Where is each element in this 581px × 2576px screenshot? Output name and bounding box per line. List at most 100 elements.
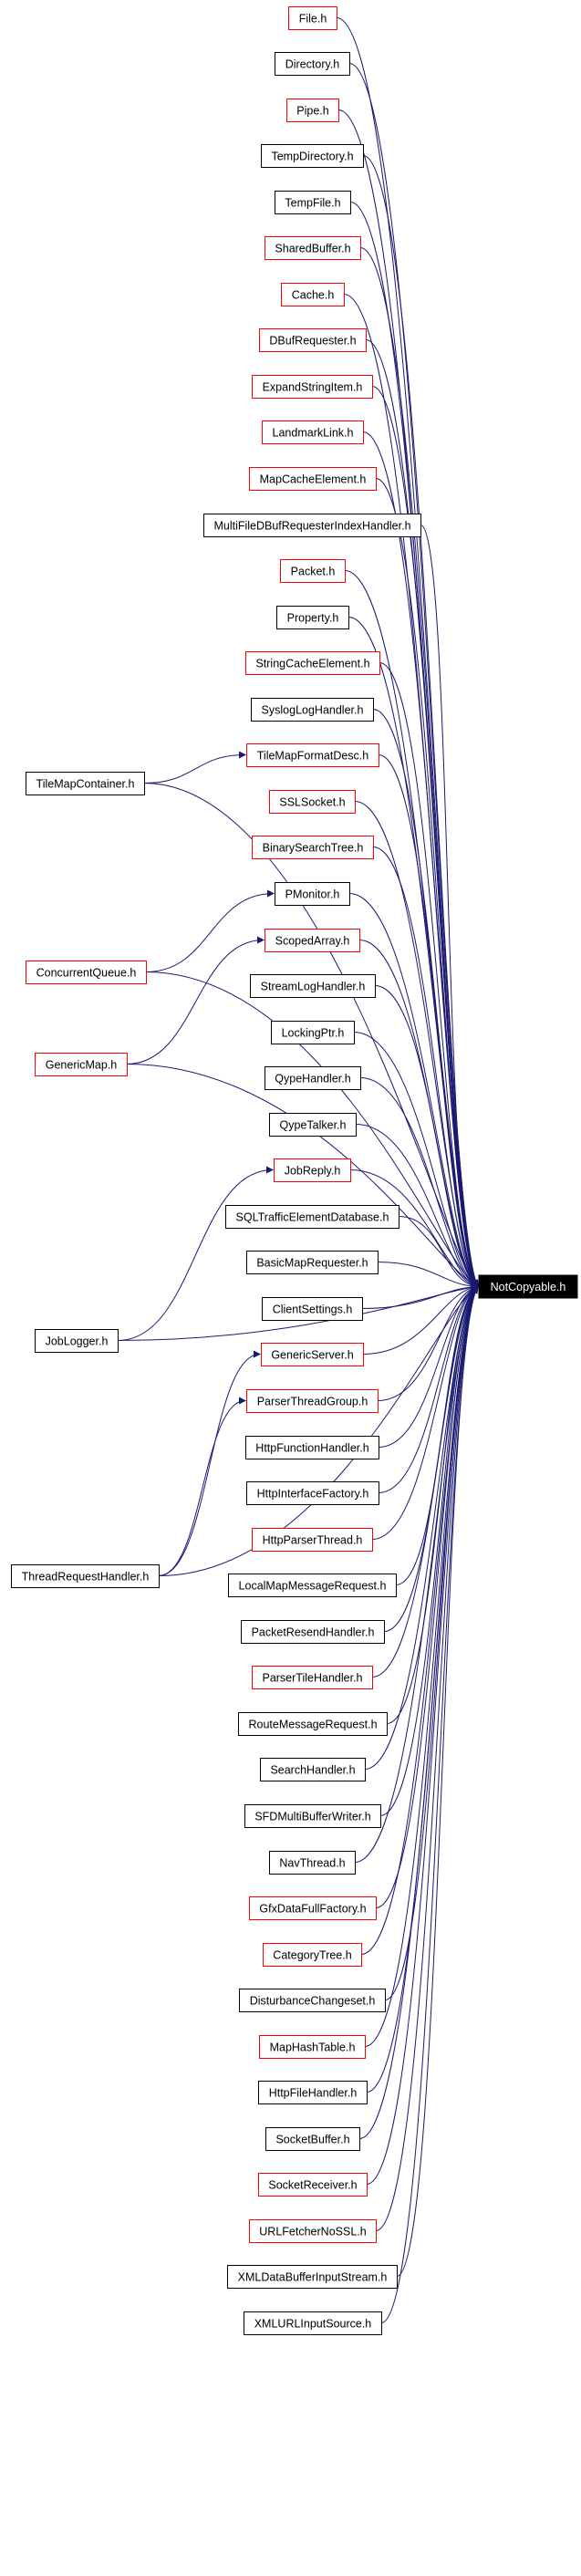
node-landmarklink-h[interactable]: LandmarkLink.h xyxy=(262,421,364,444)
edge-lockingptr-h-to-notcopyable xyxy=(353,1032,479,1288)
node-file-h[interactable]: File.h xyxy=(288,6,337,30)
node-httpparserthread-h[interactable]: HttpParserThread.h xyxy=(252,1528,373,1552)
node-tilemapformatdesc-h[interactable]: TileMapFormatDesc.h xyxy=(246,743,379,767)
node-box xyxy=(259,328,367,352)
node-label: GfxDataFullFactory.h xyxy=(259,1903,366,1916)
node-box xyxy=(250,974,376,998)
node-categorytree-h[interactable]: CategoryTree.h xyxy=(263,1943,362,1967)
target-node-box xyxy=(478,1274,578,1299)
node-httpfilehandler-h[interactable]: HttpFileHandler.h xyxy=(258,2081,368,2104)
node-packetresendhandler-h[interactable]: PacketResendHandler.h xyxy=(241,1620,385,1644)
edge-tilemapformatdesc-h-to-notcopyable xyxy=(378,754,479,1288)
node-dbufrequester-h[interactable]: DBufRequester.h xyxy=(259,328,367,352)
node-mapcacheelement-h[interactable]: MapCacheElement.h xyxy=(249,467,377,491)
node-parsertilehandler-h[interactable]: ParserTileHandler.h xyxy=(252,1666,373,1689)
node-stringcacheelement-h[interactable]: StringCacheElement.h xyxy=(245,651,380,675)
node-box xyxy=(227,2265,398,2289)
node-box xyxy=(275,191,351,214)
node-box xyxy=(35,1053,128,1076)
node-threadrequesthandler-h[interactable]: ThreadRequestHandler.h xyxy=(11,1564,160,1588)
edge-maphashtable-h-to-notcopyable xyxy=(364,1285,479,2047)
node-box xyxy=(245,1436,379,1459)
node-qypehandler-h[interactable]: QypeHandler.h xyxy=(265,1066,361,1090)
node-label: SearchHandler.h xyxy=(270,1764,355,1777)
node-genericserver-h[interactable]: GenericServer.h xyxy=(261,1343,364,1366)
node-box xyxy=(246,743,379,767)
edge-joblogger-h-to-jobreply-h xyxy=(117,1166,274,1341)
node-sqltrafficelementdatabase-h[interactable]: SQLTrafficElementDatabase.h xyxy=(225,1205,399,1229)
node-tempfile-h[interactable]: TempFile.h xyxy=(275,191,351,214)
node-routemessagerequest-h[interactable]: RouteMessageRequest.h xyxy=(238,1712,388,1736)
node-parserthreadgroup-h[interactable]: ParserThreadGroup.h xyxy=(246,1389,379,1413)
node-packet-h[interactable]: Packet.h xyxy=(280,559,346,583)
node-box xyxy=(271,1021,355,1044)
node-label: XMLDataBufferInputStream.h xyxy=(238,2271,388,2284)
node-socketbuffer-h[interactable]: SocketBuffer.h xyxy=(265,2127,360,2151)
node-jobreply-h[interactable]: JobReply.h xyxy=(274,1158,351,1182)
node-multifiledbufrequesterindexhandler-h[interactable]: MultiFileDBufRequesterIndexHandler.h xyxy=(203,514,421,537)
edge-concurrentqueue-h-to-notcopyable xyxy=(145,971,479,1288)
edge-navthread-h-to-notcopyable xyxy=(354,1285,479,1863)
node-label: TileMapFormatDesc.h xyxy=(257,750,369,763)
node-searchhandler-h[interactable]: SearchHandler.h xyxy=(260,1758,366,1781)
edge-pmonitor-h-to-notcopyable xyxy=(348,893,479,1287)
node-label: ParserThreadGroup.h xyxy=(257,1396,368,1408)
node-label: StringCacheElement.h xyxy=(255,658,369,670)
node-localmapmessagerequest-h[interactable]: LocalMapMessageRequest.h xyxy=(228,1574,397,1597)
node-expandstringitem-h[interactable]: ExpandStringItem.h xyxy=(252,375,373,399)
node-tilemapcontainer-h[interactable]: TileMapContainer.h xyxy=(26,772,145,795)
node-cache-h[interactable]: Cache.h xyxy=(281,283,345,306)
node-basicmaprequester-h[interactable]: BasicMapRequester.h xyxy=(246,1251,379,1274)
node-sfdmultibufferwriter-h[interactable]: SFDMultiBufferWriter.h xyxy=(244,1804,381,1828)
node-label: HttpParserThread.h xyxy=(263,1534,363,1547)
node-label: File.h xyxy=(299,13,327,26)
node-joblogger-h[interactable]: JobLogger.h xyxy=(35,1329,119,1353)
edge-clientsettings-h-to-notcopyable xyxy=(361,1283,479,1309)
node-property-h[interactable]: Property.h xyxy=(276,606,349,629)
node-sharedbuffer-h[interactable]: SharedBuffer.h xyxy=(265,236,361,260)
node-socketreceiver-h[interactable]: SocketReceiver.h xyxy=(258,2173,368,2197)
node-box xyxy=(265,2127,360,2151)
node-disturbancechangeset-h[interactable]: DisturbanceChangeset.h xyxy=(239,1989,386,2012)
node-navthread-h[interactable]: NavThread.h xyxy=(269,1851,356,1875)
node-gfxdatafullfactory-h[interactable]: GfxDataFullFactory.h xyxy=(249,1896,377,1920)
node-genericmap-h[interactable]: GenericMap.h xyxy=(35,1053,128,1076)
node-label: GenericServer.h xyxy=(271,1349,353,1362)
node-httpinterfacefactory-h[interactable]: HttpInterfaceFactory.h xyxy=(246,1481,379,1505)
node-box xyxy=(252,836,374,859)
node-box xyxy=(262,1297,363,1321)
node-streamloghandler-h[interactable]: StreamLogHandler.h xyxy=(250,974,376,998)
node-lockingptr-h[interactable]: LockingPtr.h xyxy=(271,1021,355,1044)
node-box xyxy=(246,1481,379,1505)
node-binarysearchtree-h[interactable]: BinarySearchTree.h xyxy=(252,836,374,859)
node-qypetalker-h[interactable]: QypeTalker.h xyxy=(269,1113,357,1137)
edge-urlfetchernossl-h-to-notcopyable xyxy=(375,1285,479,2231)
node-sslsocket-h[interactable]: SSLSocket.h xyxy=(269,790,356,814)
node-urlfetchernossl-h[interactable]: URLFetcherNoSSL.h xyxy=(249,2219,377,2243)
node-httpfunctionhandler-h[interactable]: HttpFunctionHandler.h xyxy=(245,1436,379,1459)
node-directory-h[interactable]: Directory.h xyxy=(275,52,350,76)
node-box xyxy=(246,1251,379,1274)
node-xmlurlinputsource-h[interactable]: XMLURLInputSource.h xyxy=(244,2311,382,2335)
node-pmonitor-h[interactable]: PMonitor.h xyxy=(275,882,350,906)
edge-tilemapcontainer-h-to-notcopyable xyxy=(143,783,479,1288)
node-box xyxy=(288,6,337,30)
node-maphashtable-h[interactable]: MapHashTable.h xyxy=(259,2035,366,2059)
node-scopedarray-h[interactable]: ScopedArray.h xyxy=(265,929,360,952)
target-node-notcopyable[interactable]: NotCopyable.h xyxy=(478,1274,578,1299)
node-pipe-h[interactable]: Pipe.h xyxy=(286,99,339,122)
node-box xyxy=(260,1758,366,1781)
node-box xyxy=(245,651,380,675)
node-tempdirectory-h[interactable]: TempDirectory.h xyxy=(261,144,364,168)
edge-concurrentqueue-h-to-pmonitor-h xyxy=(145,889,275,972)
edge-landmarklink-h-to-notcopyable xyxy=(362,431,479,1288)
node-xmldatabufferinputstream-h[interactable]: XMLDataBufferInputStream.h xyxy=(227,2265,398,2289)
node-syslogloghandler-h[interactable]: SyslogLogHandler.h xyxy=(251,698,374,722)
node-concurrentqueue-h[interactable]: ConcurrentQueue.h xyxy=(26,961,147,984)
node-label: TileMapContainer.h xyxy=(36,778,135,791)
node-clientsettings-h[interactable]: ClientSettings.h xyxy=(262,1297,363,1321)
edge-mapcacheelement-h-to-notcopyable xyxy=(375,478,479,1288)
target-node-label: NotCopyable.h xyxy=(491,1281,566,1293)
edge-tilemapcontainer-h-to-tilemapformatdesc-h xyxy=(143,751,246,784)
